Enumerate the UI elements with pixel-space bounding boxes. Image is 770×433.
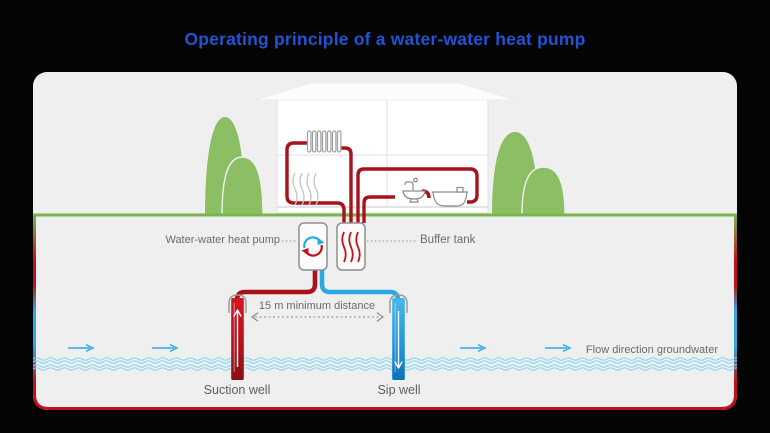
roof — [254, 82, 516, 101]
underground-section-border — [33, 215, 737, 410]
groundwater-flow-arrows — [68, 343, 572, 353]
underfloor-heating-icon — [292, 172, 319, 206]
page-title: Operating principle of a water-water hea… — [184, 29, 586, 49]
well-pipes — [234, 270, 401, 305]
tree-right — [492, 132, 566, 216]
heat-waves-icon — [341, 231, 361, 263]
heat-pump-unit — [298, 222, 328, 271]
heat-pump-diagram-svg — [33, 82, 737, 410]
suction-well — [228, 294, 247, 380]
buffer-tank-label: Buffer tank — [420, 234, 476, 246]
flow-direction-label: Flow direction groundwater — [585, 344, 718, 356]
heat-pump-label: Water-water heat pump — [165, 234, 280, 246]
double-headed-dashed-arrow-icon — [250, 312, 385, 322]
sip-well-label: Sip well — [377, 383, 421, 397]
bathtub-icon — [432, 186, 468, 207]
diagram-panel: Water-water heat pump Buffer tank 15 m m… — [33, 72, 737, 410]
buffer-tank-unit — [336, 222, 366, 271]
house — [276, 99, 489, 214]
sip-well — [389, 294, 408, 380]
faucet-icon — [402, 177, 426, 203]
min-distance-label: 15 m minimum distance — [258, 300, 376, 312]
arrow-down-icon — [394, 311, 403, 369]
refrigerant-cycle-arrows-icon — [301, 236, 325, 257]
arrow-up-icon — [233, 309, 242, 367]
tree-left — [205, 117, 264, 216]
radiator-icon — [306, 130, 342, 153]
suction-well-label: Suction well — [203, 383, 271, 397]
groundwater-waves — [33, 357, 737, 371]
